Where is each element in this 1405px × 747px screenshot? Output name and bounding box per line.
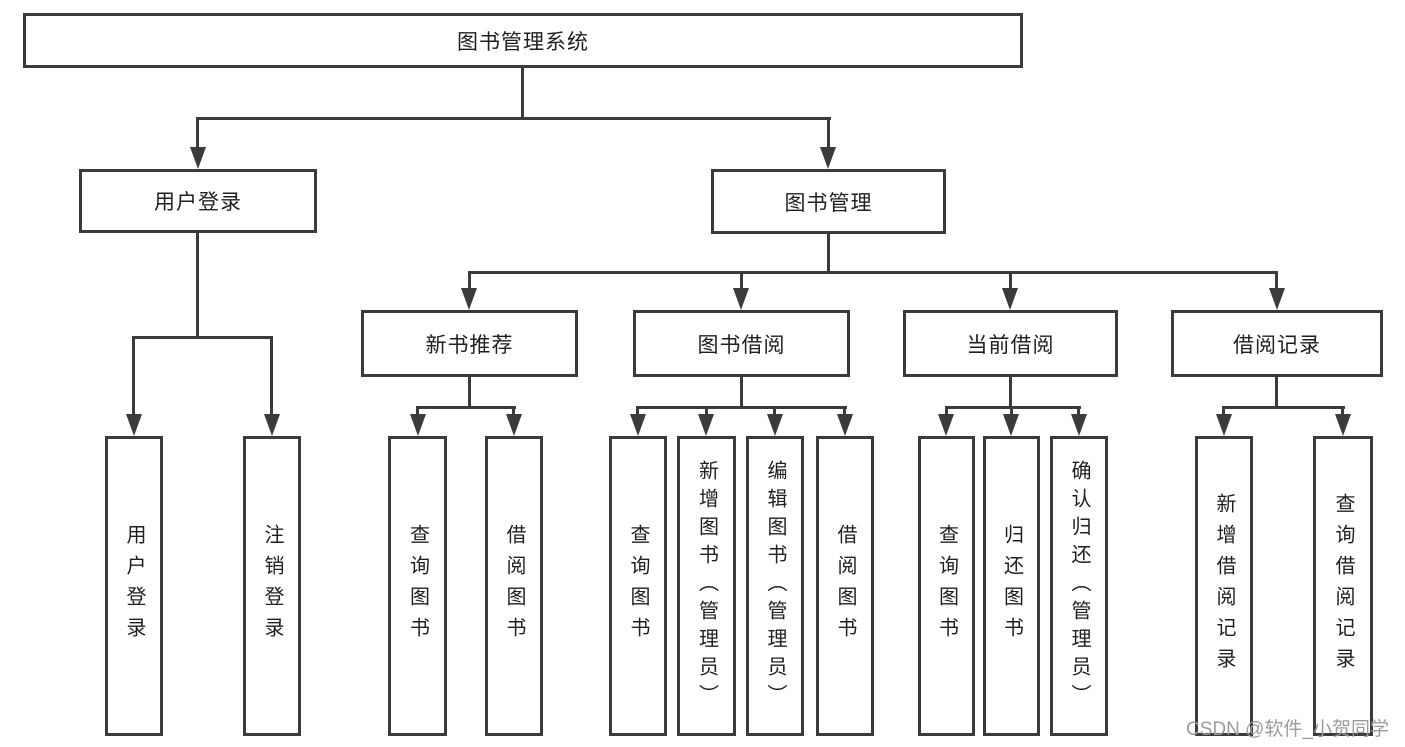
leaf-query-borrow-record: 查询借阅记录	[1313, 436, 1373, 736]
connector-book-mgmt-stub	[827, 233, 830, 273]
connector-book-mgmt-branch	[468, 271, 1278, 274]
node-book-management: 图书管理	[711, 169, 946, 234]
arrow-down-icon	[698, 414, 714, 436]
leaf-query-books-3: 查询图书	[918, 436, 975, 736]
node-borrow-records-label: 借阅记录	[1233, 333, 1321, 357]
arrow-down-icon	[410, 414, 426, 436]
leaf-user-login-label: 用户登录	[123, 524, 145, 648]
node-current-borrow: 当前借阅	[903, 310, 1118, 377]
arrow-down-icon	[820, 147, 836, 169]
node-current-borrow-label: 当前借阅	[966, 333, 1055, 357]
leaf-query-books-3-label: 查询图书	[935, 524, 958, 648]
arrow-down-icon	[1335, 414, 1351, 436]
connector-user-login-stub	[196, 232, 199, 338]
connector-root-branch	[196, 117, 831, 120]
node-new-book-recommend: 新书推荐	[361, 310, 578, 377]
arrow-down-icon	[630, 414, 646, 436]
connector-borrow-records-stub	[1275, 375, 1278, 409]
csdn-watermark: CSDN @软件_小贺同学	[1186, 719, 1389, 740]
connector-current-borrow-branch	[945, 406, 1081, 409]
connector-stem	[773, 406, 776, 418]
leaf-confirm-return-admin: 确认归还（管理员）	[1050, 436, 1108, 736]
connector-stem	[1077, 406, 1080, 418]
leaf-confirm-return-admin-label: 确认归还（管理员）	[1068, 460, 1090, 712]
leaf-logout-label: 注销登录	[261, 524, 283, 648]
connector-stem	[196, 117, 199, 151]
arrow-down-icon	[190, 147, 206, 169]
leaf-query-books-1: 查询图书	[388, 436, 447, 736]
arrow-down-icon	[837, 414, 853, 436]
leaf-add-book-admin: 新增图书（管理员）	[677, 436, 736, 736]
leaf-return-books: 归还图书	[983, 436, 1040, 736]
connector-new-book-branch	[416, 406, 516, 409]
leaf-borrow-books-1: 借阅图书	[485, 436, 543, 736]
leaf-edit-book-admin: 编辑图书（管理员）	[746, 436, 804, 736]
connector-stem	[1010, 406, 1013, 418]
node-book-borrow-label: 图书借阅	[697, 333, 786, 357]
leaf-edit-book-admin-label: 编辑图书（管理员）	[764, 460, 786, 712]
arrow-down-icon	[1269, 288, 1285, 310]
connector-new-book-stub	[468, 375, 471, 409]
connector-stem	[1275, 271, 1278, 292]
arrow-down-icon	[1002, 288, 1018, 310]
leaf-query-books-1-label: 查询图书	[406, 524, 429, 648]
connector-borrow-records-branch	[1223, 406, 1345, 409]
connector-stem	[270, 336, 273, 418]
connector-stem	[945, 406, 948, 418]
connector-stem	[1222, 406, 1225, 418]
leaf-add-borrow-record: 新增借阅记录	[1195, 436, 1253, 736]
leaf-return-books-label: 归还图书	[1000, 524, 1023, 648]
connector-stem	[827, 117, 830, 151]
leaf-query-books-2: 查询图书	[609, 436, 667, 736]
connector-user-login-branch	[132, 336, 273, 339]
node-root-label: 图书管理系统	[457, 30, 589, 54]
connector-stem	[512, 406, 515, 418]
node-borrow-records: 借阅记录	[1171, 310, 1383, 377]
arrow-down-icon	[1003, 414, 1019, 436]
node-root: 图书管理系统	[23, 13, 1023, 68]
leaf-logout: 注销登录	[243, 436, 301, 736]
node-book-management-label: 图书管理	[784, 191, 873, 215]
arrow-down-icon	[733, 288, 749, 310]
arrow-down-icon	[767, 414, 783, 436]
arrow-down-icon	[938, 414, 954, 436]
leaf-borrow-books-2: 借阅图书	[816, 436, 874, 736]
leaf-add-book-admin-label: 新增图书（管理员）	[695, 460, 718, 712]
connector-stem	[705, 406, 708, 418]
connector-stem	[468, 271, 471, 292]
connector-book-borrow-stub	[740, 375, 743, 409]
connector-stem	[843, 406, 846, 418]
node-user-login-label: 用户登录	[154, 191, 242, 214]
arrow-down-icon	[264, 414, 280, 436]
connector-root-stub	[521, 66, 524, 119]
connector-stem	[1009, 271, 1012, 292]
leaf-query-books-2-label: 查询图书	[627, 524, 649, 648]
arrow-down-icon	[1071, 414, 1087, 436]
arrow-down-icon	[461, 288, 477, 310]
leaf-borrow-books-2-label: 借阅图书	[834, 524, 856, 648]
node-user-login: 用户登录	[79, 169, 317, 233]
arrow-down-icon	[126, 414, 142, 436]
leaf-query-borrow-record-label: 查询借阅记录	[1332, 493, 1354, 679]
arrow-down-icon	[506, 414, 522, 436]
connector-current-borrow-stub	[1009, 375, 1012, 409]
connector-book-borrow-branch	[637, 406, 847, 409]
leaf-add-borrow-record-label: 新增借阅记录	[1213, 493, 1235, 679]
node-book-borrow: 图书借阅	[633, 310, 850, 377]
leaf-user-login: 用户登录	[105, 436, 163, 736]
connector-stem	[1341, 406, 1344, 418]
arrow-down-icon	[1216, 414, 1232, 436]
connector-stem	[740, 271, 743, 292]
leaf-borrow-books-1-label: 借阅图书	[503, 524, 525, 648]
connector-stem	[636, 406, 639, 418]
connector-stem	[132, 336, 135, 418]
node-new-book-recommend-label: 新书推荐	[425, 333, 514, 357]
connector-stem	[416, 406, 419, 418]
